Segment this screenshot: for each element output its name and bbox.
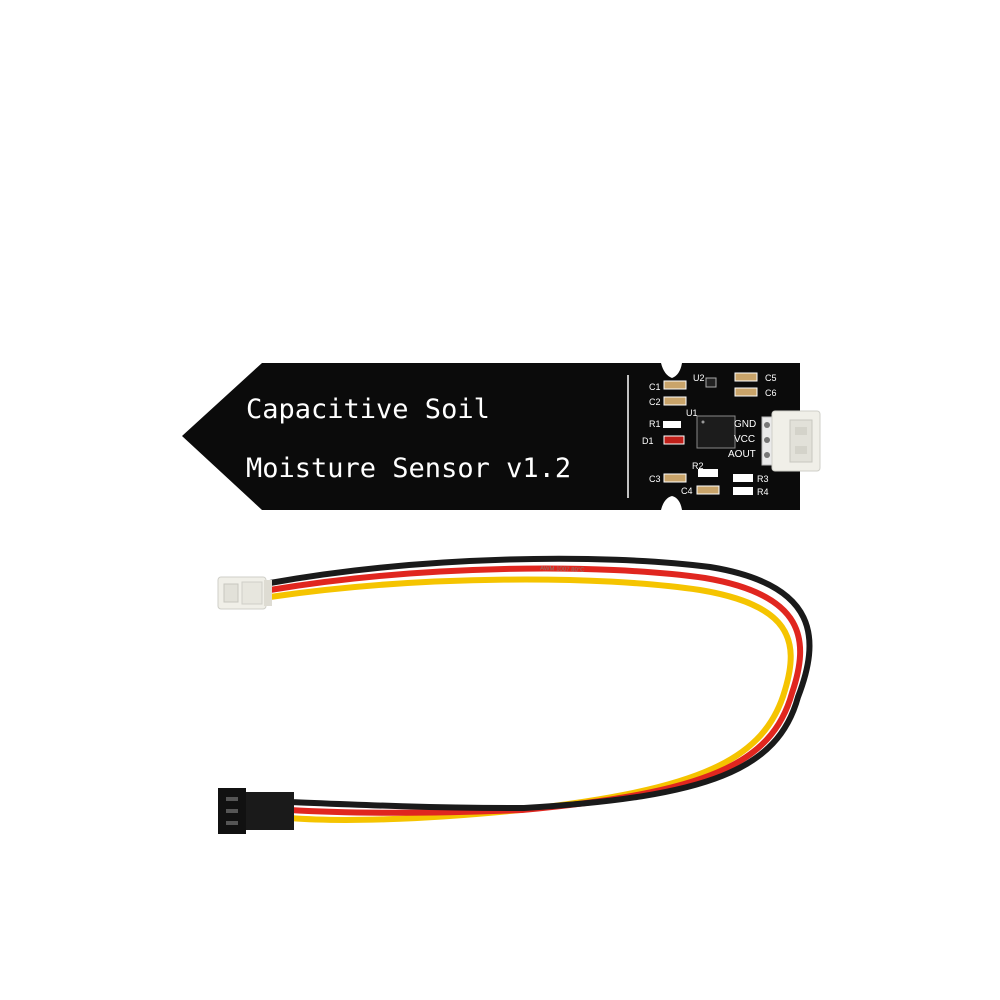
- wire-yellow: [267, 576, 794, 823]
- silkscreen-labels: C1 C2 U2 C5 C6 U1 R1 D1 C3 R2 C4 R3 R4: [642, 373, 777, 497]
- label-c3: C3: [649, 474, 661, 484]
- label-r1: R1: [649, 419, 661, 429]
- label-c2: C2: [649, 397, 661, 407]
- label-c5: C5: [765, 373, 777, 383]
- label-c6: C6: [765, 388, 777, 398]
- label-c4: C4: [681, 486, 693, 496]
- pin-label-aout: AOUT: [728, 449, 756, 460]
- cable-jst-plug: [217, 576, 272, 610]
- label-r3: R3: [757, 474, 769, 484]
- sensor-board: Capacitive Soil Moisture Sensor v1.2 C1 …: [182, 363, 821, 510]
- pin-labels: GND VCC AOUT: [728, 419, 756, 460]
- cable-dupont-housing: [218, 788, 294, 834]
- board-title-line1: Capacitive Soil: [246, 394, 490, 425]
- pin-label-vcc: VCC: [734, 434, 755, 445]
- label-c1: C1: [649, 382, 661, 392]
- pin-label-gnd: GND: [734, 419, 756, 430]
- wire-black: [267, 555, 813, 812]
- label-u2: U2: [693, 373, 705, 383]
- wire-red: [267, 565, 804, 816]
- board-title-line2: Moisture Sensor v1.2: [246, 453, 571, 484]
- label-u1: U1: [686, 408, 698, 418]
- label-r4: R4: [757, 487, 769, 497]
- jumper-cable: AWM 1007 80°C: [267, 555, 813, 823]
- board-jst-connector: [761, 410, 821, 472]
- label-d1: D1: [642, 436, 654, 446]
- cable-print: AWM 1007 80°C: [540, 566, 585, 574]
- smd-components: [663, 372, 758, 495]
- label-r2: R2: [692, 461, 704, 471]
- pcb-outline: [182, 363, 800, 510]
